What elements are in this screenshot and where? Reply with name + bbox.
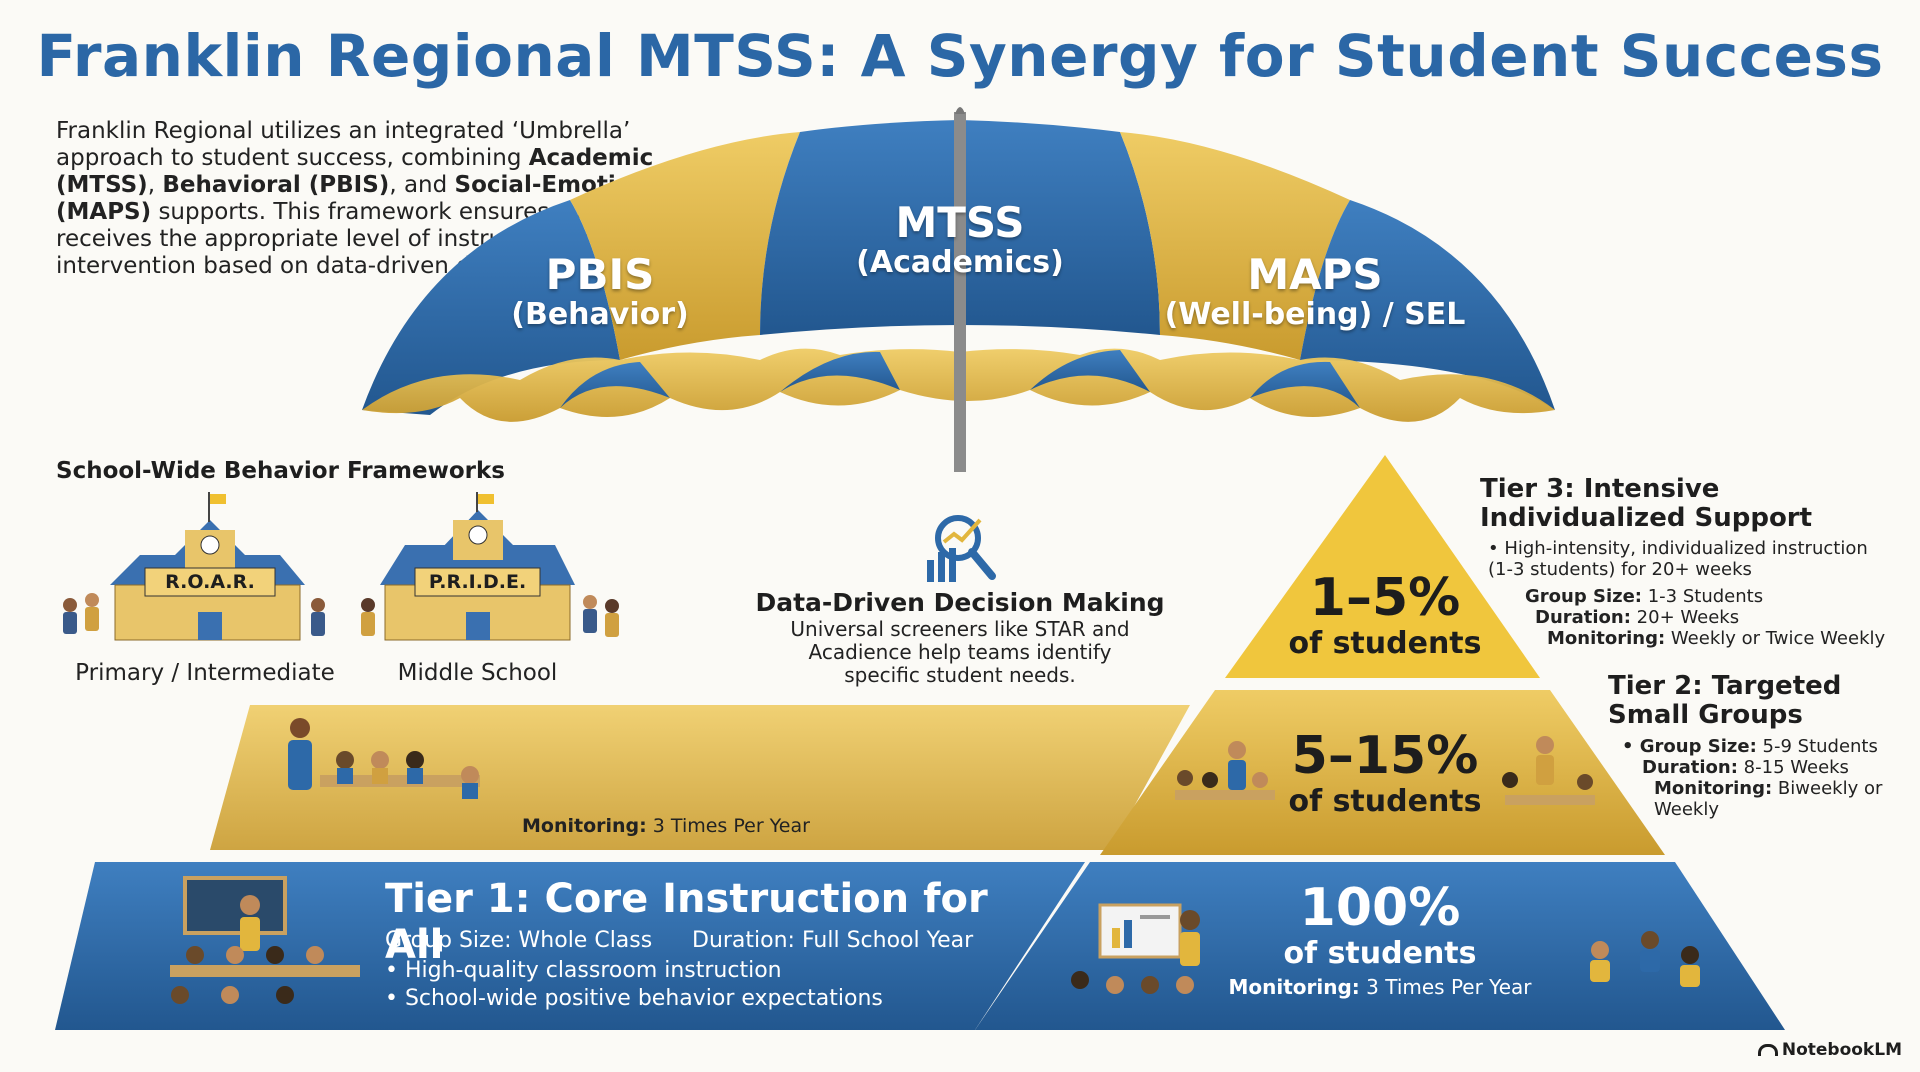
tier2-percent-sub: of students [1288,784,1482,819]
tier3-details: Group Size: 1-3 Students Duration: 20+ W… [1525,586,1905,649]
notebooklm-brand: NotebookLM [1757,1040,1902,1060]
intro-sep: , [147,172,163,198]
tier2-duration-label: Duration: [1642,757,1738,778]
maps-subtitle: (Well-being) / SEL [1164,297,1466,332]
umbrella-pbis-label: PBIS (Behavior) [500,252,700,332]
umbrella-mtss-label: MTSS (Academics) [820,200,1100,280]
school-label-middle: Middle School [397,660,558,686]
intro-text: Franklin Regional utilizes an integrated… [56,118,631,171]
pbis-subtitle: (Behavior) [511,297,689,332]
tier1-title: Tier 1: Core Instruction for All [385,876,988,968]
tier1-core-band [55,862,1085,1030]
mtss-subtitle: (Academics) [856,245,1064,280]
tier2-percent: 5–15% [1291,726,1479,786]
tier3-group-label: Group Size: [1525,586,1642,607]
tier1-pyramid-monitoring-value: 3 Times Per Year [1366,975,1532,999]
notebooklm-logo-icon [1757,1044,1778,1056]
tier1-band-monitoring-label: Monitoring: [522,815,647,837]
tier1-pyramid-monitoring: Monitoring: 3 Times Per Year [1210,975,1550,999]
whole-class-scene [1071,903,1700,994]
tier2-percent-block: 5–15% of students [1240,728,1530,819]
tier2-group-label: • Group Size: [1622,736,1757,757]
tier3-percent-sub: of students [1288,626,1482,661]
search-chart-icon [927,515,996,582]
mtss-title: MTSS [895,198,1025,247]
tier3-percent: 1–5% [1309,568,1461,628]
tier1-percent-sub: of students [1283,936,1477,971]
tier3-duration: 20+ Weeks [1636,607,1740,628]
intro-behavioral: Behavioral (PBIS) [162,172,390,198]
tier2-group-size: 5-9 Students [1762,736,1878,757]
school-sign-roar: R.O.A.R. [165,571,255,593]
school-building-icon [110,492,305,641]
tier3-monitoring-label: Monitoring: [1547,628,1666,649]
intro-academic: Academic (MTSS) [56,145,654,198]
small-group-scene [1175,736,1595,805]
school-building-icon [380,492,575,641]
tier3-title: Tier 3: Intensive Individualized Support [1480,474,1813,533]
page-title: Franklin Regional MTSS: A Synergy for St… [36,22,1884,90]
school-sign-pride: P.R.I.D.E. [428,571,527,593]
brand-label: NotebookLM [1781,1040,1902,1060]
data-driven-title: Data-Driven Decision Making [755,588,1165,617]
tier1-bullet-1: • High-quality classroom instruction [385,958,782,983]
tier3-bullet: • High-intensity, individualized instruc… [1488,538,1868,580]
data-driven-text: Universal screeners like STAR and Acadie… [790,617,1130,687]
classroom-scene [170,876,360,1004]
pbis-title: PBIS [545,250,655,299]
tier2-details: • Group Size: 5-9 Students Duration: 8-1… [1622,736,1912,820]
tier2-title: Tier 2: Targeted Small Groups [1608,671,1842,730]
tier1-duration: Duration: Full School Year [692,928,974,953]
tier1-group-size: Group Size: Whole Class [385,928,653,953]
tier2-monitoring-label: Monitoring: [1654,778,1773,799]
tier1-activity-band [210,705,1190,850]
classroom-scene [288,718,480,799]
tier1-percent: 100% [1299,878,1461,938]
tier2-duration: 8-15 Weeks [1743,757,1849,778]
tier3-duration-label: Duration: [1535,607,1631,628]
tier1-pyramid-monitoring-label: Monitoring: [1228,975,1360,999]
maps-title: MAPS [1247,250,1383,299]
tier1-percent-block: 100% of students Monitoring: 3 Times Per… [1210,880,1550,999]
tier3-percent-block: 1–5% of students [1245,570,1525,661]
tier3-monitoring: Weekly or Twice Weekly [1670,628,1886,649]
school-label-primary: Primary / Intermediate [75,660,335,686]
tier3-group-size: 1-3 Students [1647,586,1764,607]
tier1-band-monitoring: Monitoring: 3 Times Per Year [522,815,810,837]
pyramid-tier3 [1225,455,1540,678]
tier1-band-monitoring-value: 3 Times Per Year [652,815,810,837]
school-wide-title: School-Wide Behavior Frameworks [56,458,505,484]
intro-sep: , and [389,172,455,198]
umbrella-shaft [954,112,966,472]
students-figures [63,593,619,637]
pyramid-tier2 [1100,690,1665,855]
umbrella-maps-label: MAPS (Well-being) / SEL [1150,252,1480,332]
tier2-monitoring: Biweekly or Weekly [1654,778,1883,820]
tier1-bullet-2: • School-wide positive behavior expectat… [385,986,883,1011]
